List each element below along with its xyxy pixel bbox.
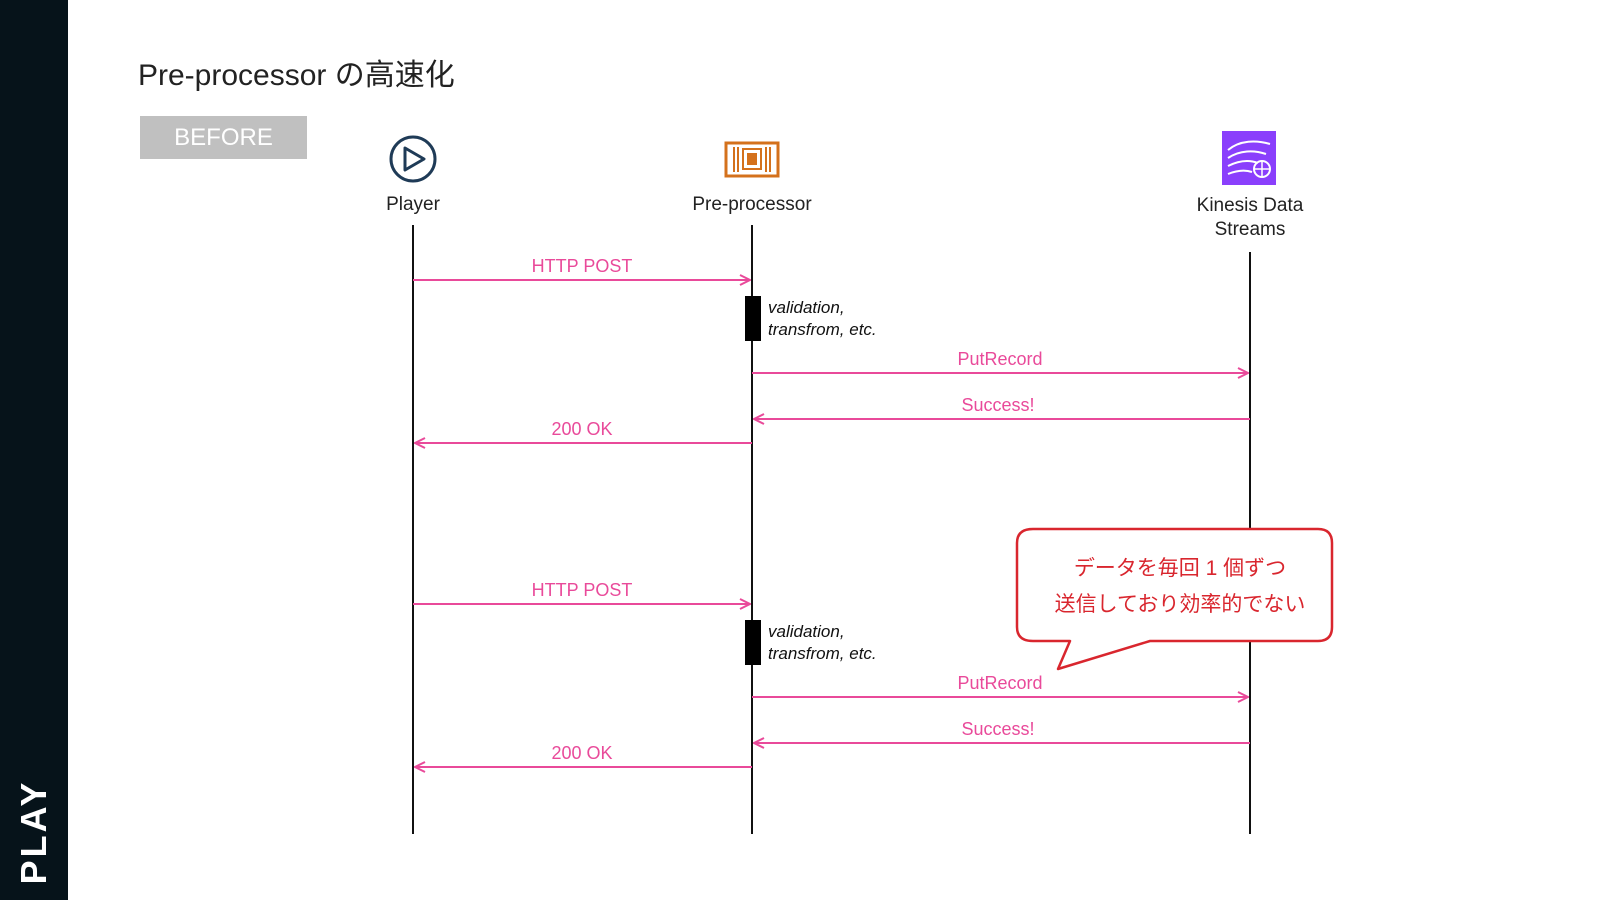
message-label: 200 OK <box>551 743 612 763</box>
message-label: PutRecord <box>957 349 1042 369</box>
message-label: 200 OK <box>551 419 612 439</box>
callout-line: データを毎回 1 個ずつ <box>1073 557 1287 580</box>
activation-note: validation, <box>768 298 845 317</box>
activation-note: transfrom, etc. <box>768 320 877 339</box>
sequence-1: HTTP POST validation, transfrom, etc. Pu… <box>413 256 1250 443</box>
play-circle-icon <box>389 135 437 183</box>
message-label: Success! <box>961 719 1034 739</box>
sequence-2: HTTP POST validation, transfrom, etc. Pu… <box>413 580 1250 767</box>
message-label: HTTP POST <box>532 256 633 276</box>
activation-note: validation, <box>768 622 845 641</box>
kinesis-streams-icon <box>1222 131 1276 185</box>
message-label: PutRecord <box>957 673 1042 693</box>
activation-bar <box>745 620 761 665</box>
participant-label-kinesis-line1: Kinesis Data <box>1197 195 1304 216</box>
participant-label-kinesis-line2: Streams <box>1215 219 1286 240</box>
message-label: Success! <box>961 395 1034 415</box>
cpu-chip-icon <box>724 141 780 178</box>
page-title: Pre-processor の高速化 <box>138 59 455 92</box>
callout-text: データを毎回 1 個ずつ 送信しており効率的でない <box>1020 551 1340 623</box>
callout-bubble <box>1015 527 1334 671</box>
message-label: HTTP POST <box>532 580 633 600</box>
callout-line: 送信しており効率的でない <box>1054 593 1306 616</box>
sidebar: PLAY <box>0 0 68 900</box>
activation-bar <box>745 296 761 341</box>
participant-label-player: Player <box>386 194 441 215</box>
before-badge: BEFORE <box>140 116 307 159</box>
participant-label-preprocessor: Pre-processor <box>692 194 812 215</box>
activation-note: transfrom, etc. <box>768 644 877 663</box>
